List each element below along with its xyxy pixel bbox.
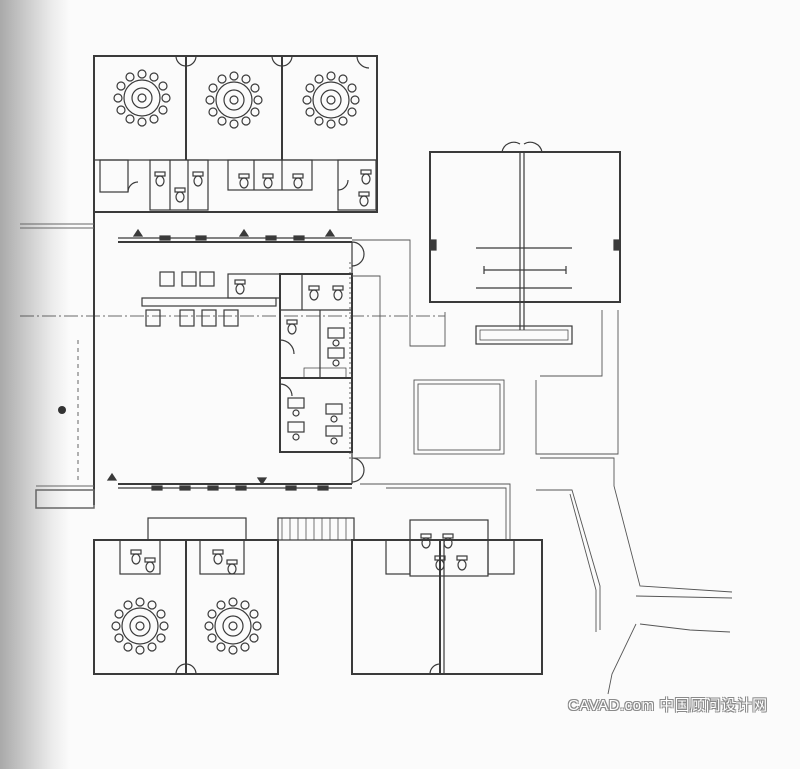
toilet-icon <box>154 171 166 187</box>
toilet-icon <box>226 559 238 575</box>
right-pavilion <box>429 141 621 345</box>
toilet-icon <box>456 555 468 571</box>
toilet-icon <box>332 285 344 301</box>
toilet-icon <box>286 319 298 335</box>
passages <box>352 239 733 695</box>
office-block <box>227 273 353 453</box>
entrance-edge <box>20 223 95 509</box>
toilet-icon <box>358 191 370 207</box>
desk-icon <box>287 397 305 417</box>
toilet-icon <box>238 173 250 189</box>
main-corridor <box>20 212 445 505</box>
round-table-icon <box>113 69 171 127</box>
toilet-icon <box>174 187 186 203</box>
toilet-icon <box>234 279 246 295</box>
desk-icon <box>327 327 345 347</box>
top-banquet-rooms <box>93 55 378 213</box>
toilet-icon <box>144 557 156 573</box>
desk-icon <box>325 403 343 423</box>
toilet-icon <box>292 173 304 189</box>
toilet-icon <box>262 173 274 189</box>
toilet-icon <box>212 549 224 565</box>
desk-icon <box>327 347 345 367</box>
toilet-icon <box>360 169 372 185</box>
round-table-icon <box>111 597 169 655</box>
round-table-icon <box>205 71 263 129</box>
desk-icon <box>325 425 343 445</box>
scan-edge-shadow <box>0 0 70 769</box>
watermark-text: CAVAD.com 中国顾问设计网 <box>568 697 768 714</box>
round-table-icon <box>204 597 262 655</box>
toilet-icon <box>308 285 320 301</box>
toilet-icon <box>130 549 142 565</box>
round-table-icon <box>302 71 360 129</box>
toilet-icon <box>192 171 204 187</box>
bottom-rooms <box>93 517 543 675</box>
desk-icon <box>287 421 305 441</box>
